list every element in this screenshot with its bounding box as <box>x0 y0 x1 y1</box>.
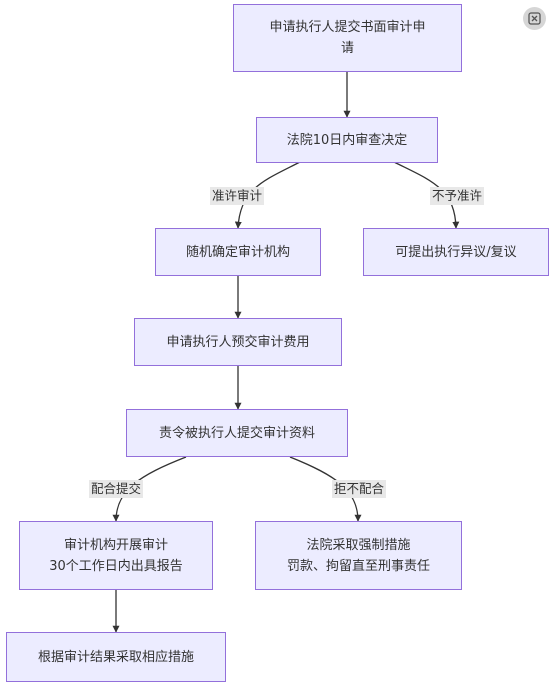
node-text: 法院10日内审查决定 <box>286 132 408 148</box>
node-text: 审计机构开展审计 <box>63 537 168 553</box>
edge-label-refuse: 拒不配合 <box>331 480 387 498</box>
node-text: 申请执行人提交书面审计申 <box>269 20 426 35</box>
node-text: 责令被执行人提交审计资料 <box>158 425 315 441</box>
expand-button[interactable] <box>523 7 546 30</box>
node-text: 请 <box>340 41 354 56</box>
node-enforcement-measures[interactable]: 法院采取强制措施 罚款、拘留直至刑事责任 <box>255 521 462 590</box>
node-court-review[interactable]: 法院10日内审查决定 <box>256 117 438 163</box>
edge-label-cooperate: 配合提交 <box>88 480 144 498</box>
node-take-measures[interactable]: 根据审计结果采取相应措施 <box>6 632 226 682</box>
node-random-institution[interactable]: 随机确定审计机构 <box>155 228 321 276</box>
node-text: 随机确定审计机构 <box>185 244 290 260</box>
edge-label-reject: 不予准许 <box>429 187 485 205</box>
node-order-materials[interactable]: 责令被执行人提交审计资料 <box>126 409 348 457</box>
node-text: 罚款、拘留直至刑事责任 <box>286 558 430 574</box>
expand-icon <box>528 12 541 25</box>
edge-review-to-objection <box>393 161 460 229</box>
node-text: 根据审计结果采取相应措施 <box>37 649 194 665</box>
node-submit-request[interactable]: 申请执行人提交书面审计申 请 <box>233 4 462 72</box>
node-objection[interactable]: 可提出执行异议/复议 <box>363 228 549 276</box>
node-prepay-fee[interactable]: 申请执行人预交审计费用 <box>134 318 342 366</box>
node-conduct-audit[interactable]: 审计机构开展审计 30个工作日内出具报告 <box>19 521 213 590</box>
edge-label-approve: 准许审计 <box>209 187 265 205</box>
node-text: 法院采取强制措施 <box>306 537 411 553</box>
node-text: 可提出执行异议/复议 <box>395 244 517 260</box>
edge-review-to-institution <box>234 161 301 229</box>
node-text: 申请执行人预交审计费用 <box>166 334 310 350</box>
node-text: 30个工作日内出具报告 <box>49 558 183 574</box>
